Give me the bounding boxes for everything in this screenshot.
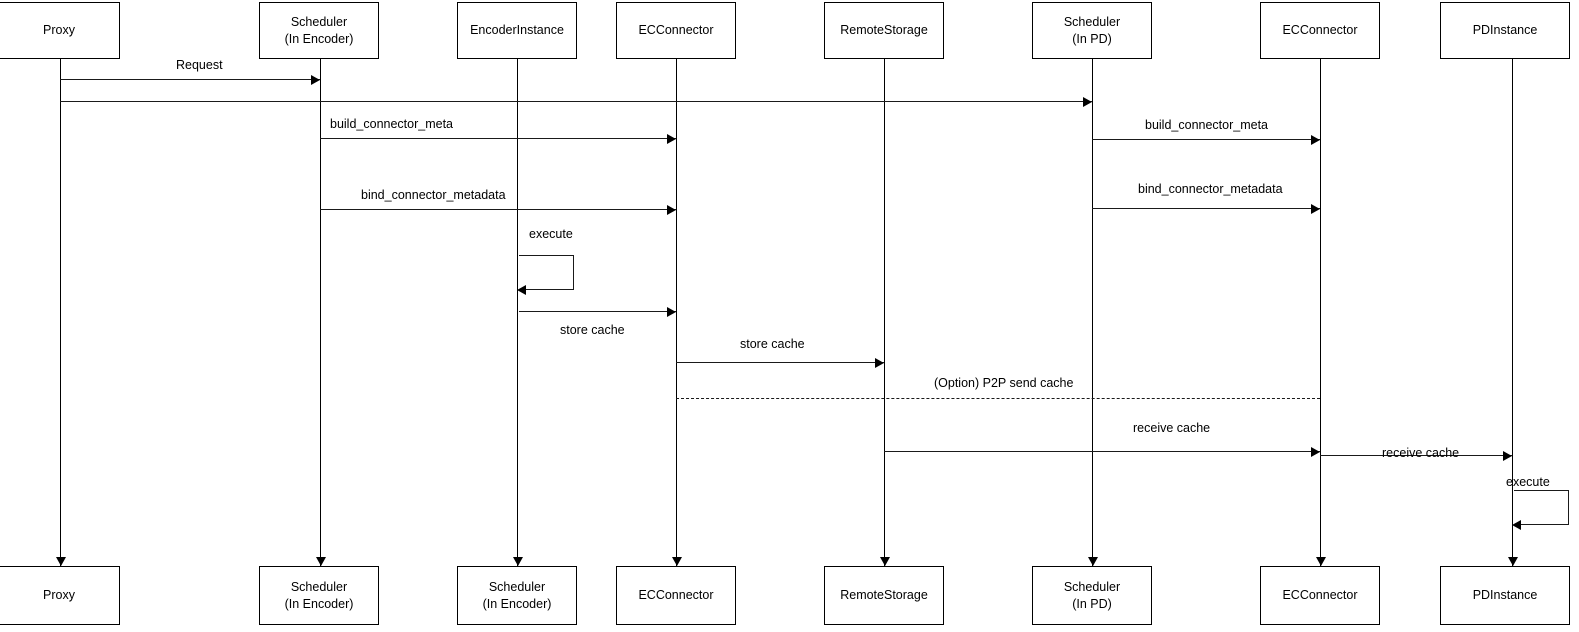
message-line-request <box>60 79 320 80</box>
lifeline-end-arrow-ec-conn-a <box>671 557 682 566</box>
participant-box-top-encoder-inst[interactable]: EncoderInstance <box>457 2 577 59</box>
self-message-loop-execute-pd <box>1514 490 1569 525</box>
message-line-store-cache-2 <box>676 362 884 363</box>
message-arrowhead-bind-meta-left <box>667 204 676 215</box>
participant-label-line1: EncoderInstance <box>470 23 564 38</box>
self-message-loop-execute-encoder <box>519 255 574 290</box>
message-label-bind-meta-right: bind_connector_metadata <box>1138 182 1283 196</box>
participant-box-top-sched-pd[interactable]: Scheduler (In PD) <box>1032 2 1152 59</box>
message-label-store-cache-2: store cache <box>740 337 805 351</box>
participant-label-line1: ECConnector <box>638 23 714 38</box>
participant-label-line2: (In PD) <box>1072 596 1112 611</box>
participant-label-line1: Scheduler <box>1063 579 1121 594</box>
message-arrowhead-receive-cache-2 <box>1503 450 1512 461</box>
participant-label-line2: (In Encoder) <box>284 596 354 611</box>
lifeline-encoder-inst <box>517 59 518 566</box>
participant-box-top-pd-inst[interactable]: PDInstance <box>1440 2 1570 59</box>
lifeline-pd-inst <box>1512 59 1513 566</box>
lifeline-end-arrow-encoder-inst <box>512 557 523 566</box>
message-label-build-meta-right: build_connector_meta <box>1145 118 1268 132</box>
participant-label-line1: Scheduler <box>1063 14 1121 29</box>
lifeline-end-arrow-remote-store <box>879 557 890 566</box>
self-message-arrowhead-execute-encoder <box>517 285 526 295</box>
participant-box-bottom-remote-store[interactable]: RemoteStorage <box>824 566 944 625</box>
lifeline-ec-conn-a <box>676 59 677 566</box>
self-message-label-execute-encoder: execute <box>529 227 573 241</box>
participant-label-line1: ECConnector <box>1282 588 1358 603</box>
lifeline-sched-pd <box>1092 59 1093 566</box>
participant-label-line1: ECConnector <box>1282 23 1358 38</box>
participant-label-line1: Scheduler <box>290 579 348 594</box>
message-arrowhead-receive-cache-1 <box>1311 446 1320 457</box>
self-message-label-execute-pd: execute <box>1506 475 1550 489</box>
message-line-proxy-to-sched-pd <box>60 101 1092 102</box>
message-arrowhead-bind-meta-right <box>1311 203 1320 214</box>
participant-label-line1: ECConnector <box>638 588 714 603</box>
message-label-receive-cache-2: receive cache <box>1382 446 1460 460</box>
lifeline-end-arrow-ec-conn-b <box>1315 557 1326 566</box>
lifeline-end-arrow-proxy <box>55 557 66 566</box>
lifeline-end-arrow-sched-pd <box>1087 557 1098 566</box>
participant-box-top-proxy[interactable]: Proxy <box>0 2 120 59</box>
message-label-receive-cache-1: receive cache <box>1133 421 1211 435</box>
message-label-request: Request <box>176 58 223 72</box>
self-message-arrowhead-execute-pd <box>1512 520 1521 530</box>
message-arrowhead-request <box>311 74 320 85</box>
participant-box-bottom-ec-conn-a[interactable]: ECConnector <box>616 566 736 625</box>
participant-label-line1: PDInstance <box>1472 588 1538 603</box>
message-label-build-meta-left: build_connector_meta <box>330 117 453 131</box>
message-label-p2p-send-cache: (Option) P2P send cache <box>934 376 1074 390</box>
participant-box-top-sched-enc[interactable]: Scheduler (In Encoder) <box>259 2 379 59</box>
participant-box-top-ec-conn-a[interactable]: ECConnector <box>616 2 736 59</box>
participant-label-line1: Scheduler <box>488 579 546 594</box>
lifeline-end-arrow-sched-enc <box>315 557 326 566</box>
message-line-receive-cache-2 <box>1320 455 1512 456</box>
message-label-store-cache-1: store cache <box>560 323 625 337</box>
participant-label-line1: RemoteStorage <box>840 588 928 603</box>
message-line-p2p-send-cache <box>676 398 1320 399</box>
message-line-build-meta-right <box>1092 139 1320 140</box>
message-arrowhead-store-cache-1 <box>667 306 676 317</box>
message-line-bind-meta-right <box>1092 208 1320 209</box>
participant-label-line1: Proxy <box>43 588 75 603</box>
message-line-store-cache-1 <box>519 311 676 312</box>
message-arrowhead-build-meta-left <box>667 133 676 144</box>
participant-label-line1: PDInstance <box>1472 23 1538 38</box>
message-arrowhead-proxy-to-sched-pd <box>1083 96 1092 107</box>
message-line-bind-meta-left <box>320 209 676 210</box>
message-arrowhead-build-meta-right <box>1311 134 1320 145</box>
participant-box-bottom-proxy[interactable]: Proxy <box>0 566 120 625</box>
message-line-receive-cache-1 <box>884 451 1320 452</box>
lifeline-end-arrow-pd-inst <box>1507 557 1518 566</box>
message-label-bind-meta-left: bind_connector_metadata <box>361 188 506 202</box>
participant-box-top-remote-store[interactable]: RemoteStorage <box>824 2 944 59</box>
participant-label-line2: (In Encoder) <box>284 31 354 46</box>
participant-label-line2: (In Encoder) <box>482 596 552 611</box>
participant-box-bottom-ec-conn-b[interactable]: ECConnector <box>1260 566 1380 625</box>
lifeline-remote-store <box>884 59 885 566</box>
participant-box-bottom-sched-pd[interactable]: Scheduler (In PD) <box>1032 566 1152 625</box>
message-line-build-meta-left <box>320 138 676 139</box>
participant-box-bottom-pd-inst[interactable]: PDInstance <box>1440 566 1570 625</box>
lifeline-proxy <box>60 59 61 566</box>
lifeline-ec-conn-b <box>1320 59 1321 566</box>
participant-box-bottom-sched-enc[interactable]: Scheduler (In Encoder) <box>259 566 379 625</box>
participant-label-line2: (In PD) <box>1072 31 1112 46</box>
message-arrowhead-store-cache-2 <box>875 357 884 368</box>
participant-label-line1: RemoteStorage <box>840 23 928 38</box>
participant-label-line1: Scheduler <box>290 14 348 29</box>
participant-box-bottom-encoder-inst[interactable]: Scheduler (In Encoder) <box>457 566 577 625</box>
participant-label-line1: Proxy <box>43 23 75 38</box>
participant-box-top-ec-conn-b[interactable]: ECConnector <box>1260 2 1380 59</box>
lifeline-sched-enc <box>320 59 321 566</box>
